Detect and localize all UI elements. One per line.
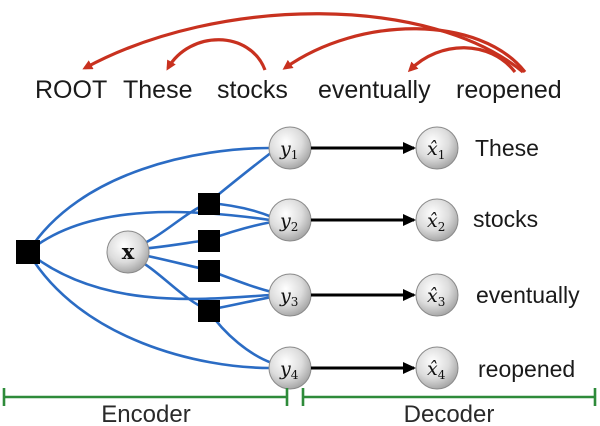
y-node-3-sub: 3 (291, 295, 299, 309)
root-factor-square (16, 240, 40, 264)
factor-square-2 (198, 230, 220, 252)
y-node-4: y4 (268, 346, 312, 390)
edge-root-y2 (27, 210, 271, 253)
svg-text:x̂3: x̂3 (427, 285, 445, 309)
y-node-2-sub: 2 (291, 220, 299, 234)
output-word-4: reopened (478, 356, 575, 382)
x-hat-node-3-sub: 3 (438, 295, 446, 309)
factor-square-1 (198, 193, 220, 215)
word-stocks: stocks (217, 76, 288, 104)
edge-root-y1 (26, 146, 271, 253)
x-hat-node-1: x̂1 (415, 126, 459, 170)
input-sentence: ROOT These stocks eventually reopened (35, 76, 562, 104)
x-hat-node-4-sub: 4 (438, 368, 446, 382)
svg-text:x̂2: x̂2 (427, 210, 445, 234)
decoder-label: Decoder (404, 401, 495, 426)
output-words: These stocks eventually reopened (473, 135, 580, 382)
x-hat-node-3: x̂3 (415, 273, 459, 317)
word-eventually: eventually (318, 76, 431, 104)
y-node-2: y2 (268, 198, 312, 242)
svg-text:y1: y1 (279, 138, 298, 162)
y-nodes: y1 y2 y3 y4 (268, 126, 312, 390)
x-hat-nodes: x̂1 x̂2 x̂3 x̂4 (415, 126, 459, 390)
output-word-1: These (475, 135, 539, 161)
x-hat-node-1-sub: 1 (438, 148, 446, 162)
encoder-bracket: Encoder (2, 388, 289, 426)
svg-text:y3: y3 (279, 285, 298, 309)
dependency-arcs (82, 12, 527, 74)
y-node-1-sub: 1 (291, 148, 299, 162)
arc-reopened-stocks (282, 27, 527, 73)
x-hat-node-2: x̂2 (415, 198, 459, 242)
x-hat-node-1-base: x̂ (427, 138, 438, 160)
y-node-2-base: y (279, 210, 291, 232)
edge-root-y4 (26, 251, 271, 370)
y-node-1-base: y (279, 138, 291, 160)
word-these: These (123, 76, 192, 104)
encoder-edges (26, 146, 273, 370)
output-word-2: stocks (473, 206, 538, 232)
svg-text:y2: y2 (279, 210, 298, 234)
x-hat-node-4: x̂4 (415, 346, 459, 390)
input-node: x (106, 230, 150, 274)
factor-square-3 (198, 260, 220, 282)
decoder-arrows (311, 142, 416, 374)
word-reopened: reopened (456, 76, 562, 104)
edge-root-y3 (27, 250, 271, 301)
arc-reopened-root (82, 12, 525, 74)
svg-text:y4: y4 (279, 358, 299, 382)
x-hat-node-2-sub: 2 (438, 220, 446, 234)
x-hat-node-2-base: x̂ (427, 210, 438, 232)
y-node-3-base: y (279, 285, 291, 307)
decoder-bracket: Decoder (301, 388, 597, 426)
root-token: ROOT (35, 76, 107, 104)
arc-stocks-these (166, 38, 267, 71)
y-node-4-base: y (279, 358, 291, 380)
y-node-1: y1 (268, 126, 312, 170)
x-hat-node-4-base: x̂ (427, 358, 438, 380)
y-node-3: y3 (268, 273, 312, 317)
input-node-label: x (122, 239, 135, 264)
svg-text:x̂4: x̂4 (427, 358, 446, 382)
x-hat-node-3-base: x̂ (427, 285, 438, 307)
output-word-3: eventually (476, 282, 580, 308)
factor-nodes (16, 193, 220, 322)
encoder-label: Encoder (101, 401, 190, 426)
factor-square-4 (198, 300, 220, 322)
arc-reopened-eventually (407, 46, 517, 73)
svg-text:x̂1: x̂1 (427, 138, 445, 162)
y-node-4-sub: 4 (291, 368, 299, 382)
